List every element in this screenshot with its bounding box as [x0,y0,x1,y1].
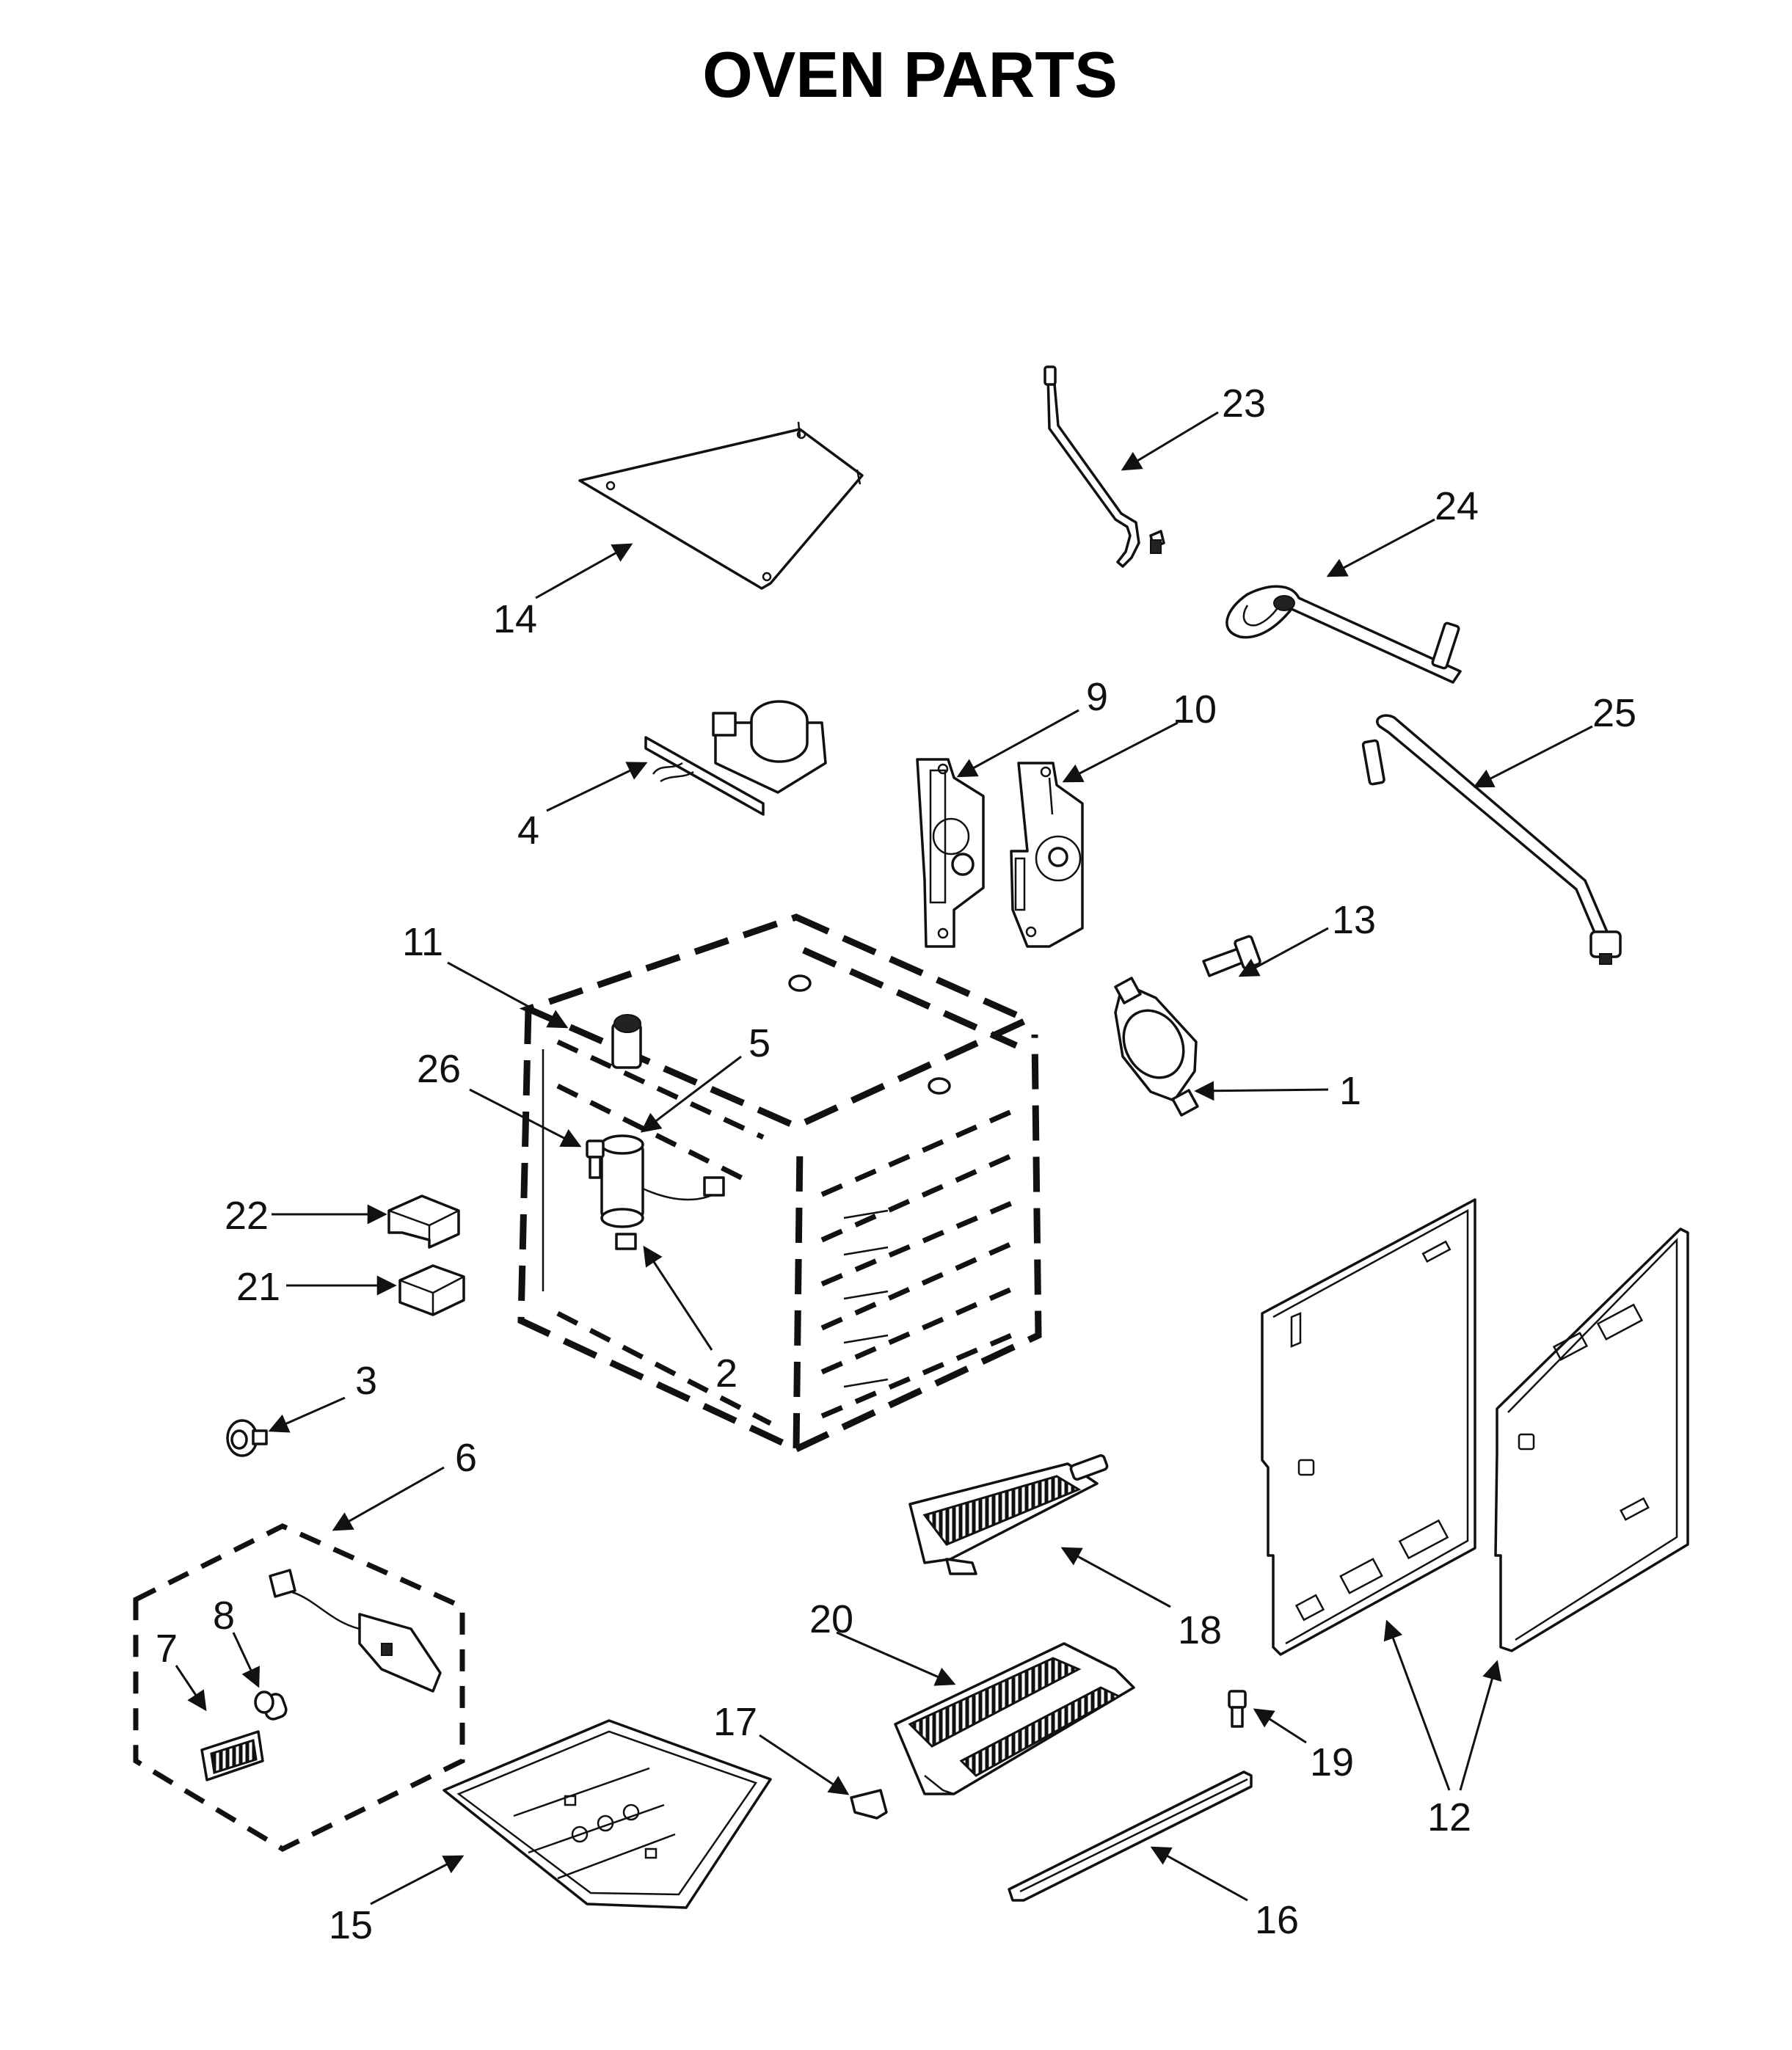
part-21-block [398,1264,465,1316]
leader-18 [1060,1547,1171,1608]
part-17-bracket [850,1789,888,1820]
part-16-rail [1008,1770,1253,1902]
part-7-lens [200,1730,264,1781]
callout-17: 17 [713,1700,757,1744]
leader-17 [759,1734,850,1795]
leader-10 [1062,721,1179,783]
leader-1 [1194,1081,1329,1101]
part-24-manifold-tube [1225,585,1462,684]
callout-9: 9 [1086,675,1108,719]
leader-26 [469,1088,582,1148]
callout-8: 8 [213,1594,235,1638]
part-22-bracket [387,1194,460,1249]
leader-2 [643,1245,713,1351]
callout-4: 4 [517,809,539,853]
part-18-broil-burner [908,1454,1109,1575]
callout-24: 24 [1435,484,1479,528]
callout-21: 21 [236,1265,280,1309]
leader-7 [175,1665,207,1712]
callout-15: 15 [329,1903,373,1947]
part-26-screw [586,1139,605,1179]
leader-9 [956,709,1079,778]
part-6-light-assembly [133,1523,465,1852]
callout-16: 16 [1255,1898,1299,1942]
callout-19: 19 [1310,1740,1354,1784]
callout-6: 6 [455,1436,477,1480]
leader-8 [232,1632,260,1688]
callout-26: 26 [417,1047,461,1091]
part-9-door-hinge [916,758,985,948]
callout-7: 7 [156,1627,178,1671]
part-23-gas-tube [1043,365,1165,568]
leader-5 [640,1055,742,1133]
leader-15 [370,1855,465,1905]
callout-5: 5 [749,1021,771,1065]
callout-2: 2 [715,1352,737,1396]
leader-19 [1253,1708,1307,1744]
leader-12b [1459,1660,1502,1791]
part-15-bottom-pan [442,1719,772,1909]
callout-1: 1 [1339,1069,1361,1113]
leader-16 [1150,1846,1248,1902]
leader-25 [1473,725,1593,788]
callout-10: 10 [1173,687,1217,732]
part-12-side-panels [1261,1198,1689,1656]
part-5-igniter [600,1134,725,1250]
part-3-grommet [226,1419,268,1457]
part-8-bulb [254,1690,288,1721]
leader-6 [332,1466,445,1531]
part-10-door-hinge [1010,762,1084,948]
leader-24 [1326,518,1435,577]
callout-14: 14 [493,597,537,641]
leader-3 [268,1396,346,1433]
part-14-shield-plate [578,421,864,590]
leader-lines [175,411,1593,1905]
leader-11 [447,961,569,1029]
callout-18: 18 [1178,1608,1222,1652]
part-25-gas-tube [1361,714,1622,965]
callout-3: 3 [355,1359,377,1403]
part-19-screw [1228,1690,1247,1728]
part-11-oven-cavity [517,913,1042,1455]
leader-4 [546,762,648,812]
leader-14 [535,543,633,599]
part-1-thermal-switch [1114,977,1199,1117]
leader-13 [1238,927,1329,977]
part-20-bake-burner [894,1642,1135,1795]
callout-25: 25 [1592,691,1636,735]
part-4-valve-assembly [644,700,827,816]
callout-22: 22 [225,1194,269,1238]
callout-11: 11 [402,920,443,964]
callout-12: 12 [1427,1795,1471,1839]
callout-20: 20 [809,1597,853,1641]
leader-12a [1383,1619,1451,1791]
callout-labels: 14 23 24 25 4 9 10 13 1 11 5 26 22 21 2 … [156,382,1636,1947]
callout-13: 13 [1332,898,1376,942]
callout-23: 23 [1222,382,1266,426]
page-title: OVEN PARTS [702,38,1118,111]
leader-23 [1121,411,1219,471]
leader-20 [836,1631,956,1686]
